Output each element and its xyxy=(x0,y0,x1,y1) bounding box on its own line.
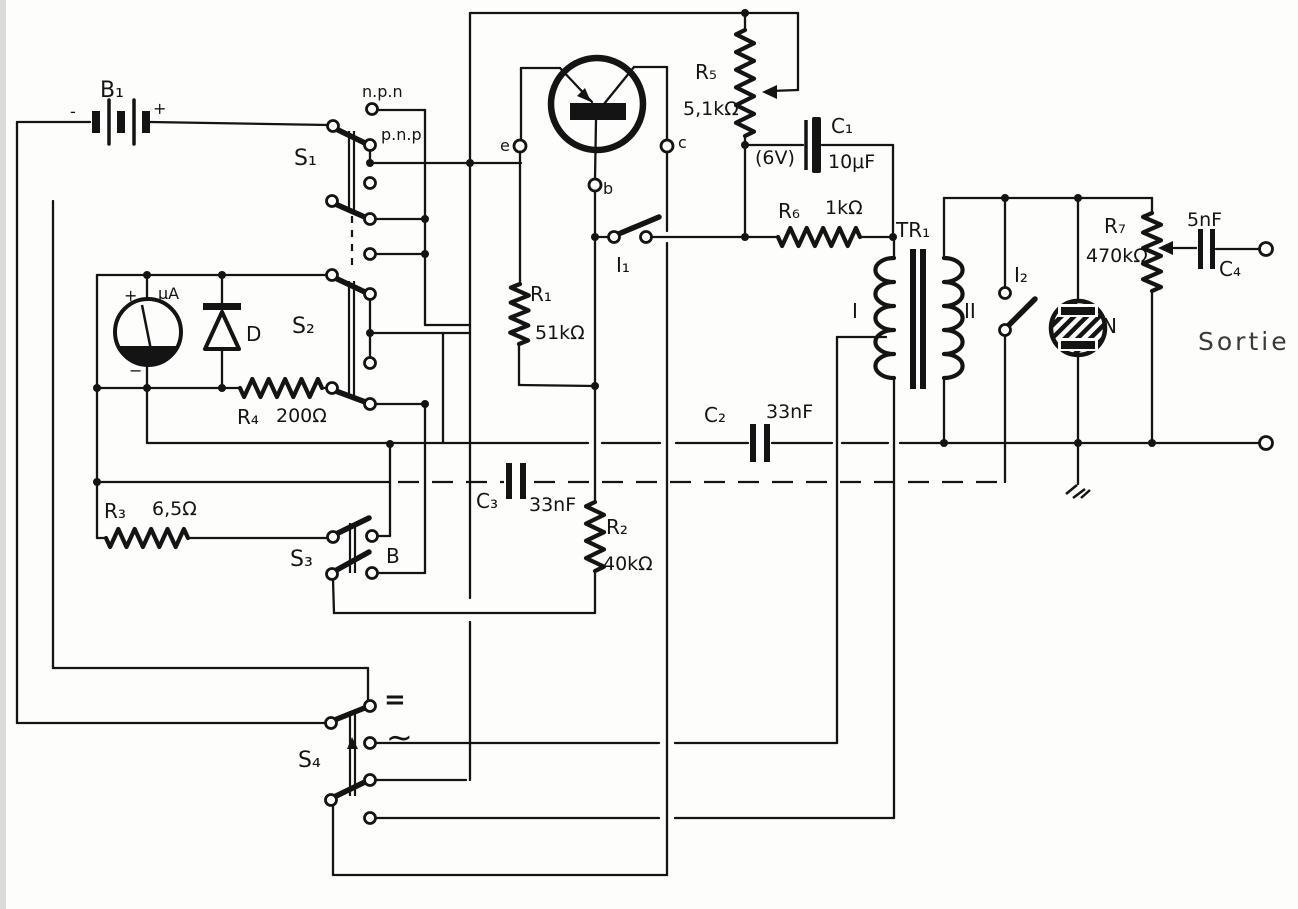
capacitors xyxy=(506,117,1215,499)
c3-plate xyxy=(506,463,512,499)
c3-value: 33nF xyxy=(529,494,576,516)
r2-label: R₂ xyxy=(606,515,628,539)
r4-value: 200Ω xyxy=(276,405,327,427)
r5-label: R₅ xyxy=(695,60,717,84)
r2-value: 40kΩ xyxy=(603,553,653,575)
resistor-r6 xyxy=(775,225,863,249)
c2-value: 33nF xyxy=(766,401,813,423)
switch-s3 xyxy=(325,515,379,581)
r6-label: R₆ xyxy=(778,199,800,223)
s3-b-label: B xyxy=(386,544,400,568)
c2-label: C₂ xyxy=(704,403,726,427)
i1-label: I₁ xyxy=(616,253,630,277)
resistor-r1 xyxy=(508,281,531,347)
battery-minus: - xyxy=(70,102,76,121)
diode-label: D xyxy=(246,322,261,346)
pin-e-label: e xyxy=(500,136,510,155)
r3-value: 6,5Ω xyxy=(152,498,197,520)
microammeter xyxy=(113,297,183,367)
r7-value: 470kΩ xyxy=(1086,245,1148,267)
neon-label: N xyxy=(1102,314,1117,338)
c1-rating: (6V) xyxy=(755,147,795,169)
output-terminal-bottom xyxy=(1258,435,1274,451)
neon-lamp xyxy=(1048,298,1108,499)
wires xyxy=(15,11,1262,877)
c4-value: 5nF xyxy=(1187,209,1222,231)
r1-value: 51kΩ xyxy=(535,322,585,344)
r5-value: 5,1kΩ xyxy=(683,98,739,120)
switch-i1 xyxy=(607,214,662,244)
meter-minus: − xyxy=(129,361,142,380)
resistors xyxy=(103,27,1173,574)
c2-plate xyxy=(750,424,756,462)
labels: B₁ - + S₁ n.p.n p.n.p S₂ S₃ B S₄ = ~ μA … xyxy=(70,60,1290,773)
r7-label: R₇ xyxy=(1104,214,1126,238)
s4-label: S₄ xyxy=(298,748,321,773)
output-terminal-top xyxy=(1258,241,1274,257)
tr1-label: TR₁ xyxy=(895,218,930,242)
junction-dots xyxy=(93,9,1156,486)
meter-label: μA xyxy=(158,284,179,303)
secondary-winding xyxy=(941,255,965,381)
c3-plate xyxy=(520,463,526,499)
pin-b-label: b xyxy=(603,179,613,198)
pin-c-label: c xyxy=(678,133,687,152)
resistor-r5 xyxy=(733,27,757,139)
switch-s2 xyxy=(325,268,377,411)
s4-dc-label: = xyxy=(384,685,406,715)
s4-ac-label: ~ xyxy=(386,718,413,756)
switch-i2 xyxy=(998,286,1038,337)
resistor-r2 xyxy=(583,499,607,574)
s3-label: S₃ xyxy=(290,547,313,572)
c4-plate xyxy=(1210,229,1215,269)
c4-plate xyxy=(1198,229,1203,269)
npn-label: n.p.n xyxy=(362,82,403,101)
tr1-secondary-label: II xyxy=(964,299,976,323)
r7-wiper-arrow xyxy=(1158,241,1173,255)
c2-plate xyxy=(764,424,770,462)
transformer-tr1 xyxy=(873,249,965,389)
c4-label: C₄ xyxy=(1219,257,1241,281)
resistor-r3 xyxy=(103,526,191,550)
i2-label: I₂ xyxy=(1014,263,1028,287)
switch-s1 xyxy=(325,102,379,272)
c1-plate-thick xyxy=(812,117,821,173)
diode xyxy=(203,303,241,351)
s2-label: S₂ xyxy=(292,314,315,339)
meter-plus: + xyxy=(124,286,137,305)
r4-label: R₄ xyxy=(237,405,259,429)
primary-winding xyxy=(873,255,897,381)
transistor xyxy=(512,54,675,193)
c1-label: C₁ xyxy=(831,114,853,138)
s1-label: S₁ xyxy=(294,146,317,171)
resistor-r4 xyxy=(237,376,325,400)
battery-plus: + xyxy=(153,99,166,118)
r6-value: 1kΩ xyxy=(825,197,863,219)
r1-label: R₁ xyxy=(530,282,552,306)
output-label: Sortie xyxy=(1198,327,1290,356)
pnp-label: p.n.p xyxy=(381,125,422,144)
r5-wiper-arrow xyxy=(762,85,777,99)
battery xyxy=(92,98,150,146)
ground-mark xyxy=(1065,484,1091,499)
switch-s4 xyxy=(324,699,377,825)
resistor-r7 xyxy=(1140,210,1164,294)
c3-label: C₃ xyxy=(476,489,498,513)
tr1-primary-label: I xyxy=(852,299,858,323)
r3-label: R₃ xyxy=(104,499,126,523)
c1-value: 10μF xyxy=(828,151,875,173)
output-terminals xyxy=(1258,241,1274,451)
scan-edge xyxy=(0,0,6,909)
battery-label: B₁ xyxy=(100,78,124,103)
